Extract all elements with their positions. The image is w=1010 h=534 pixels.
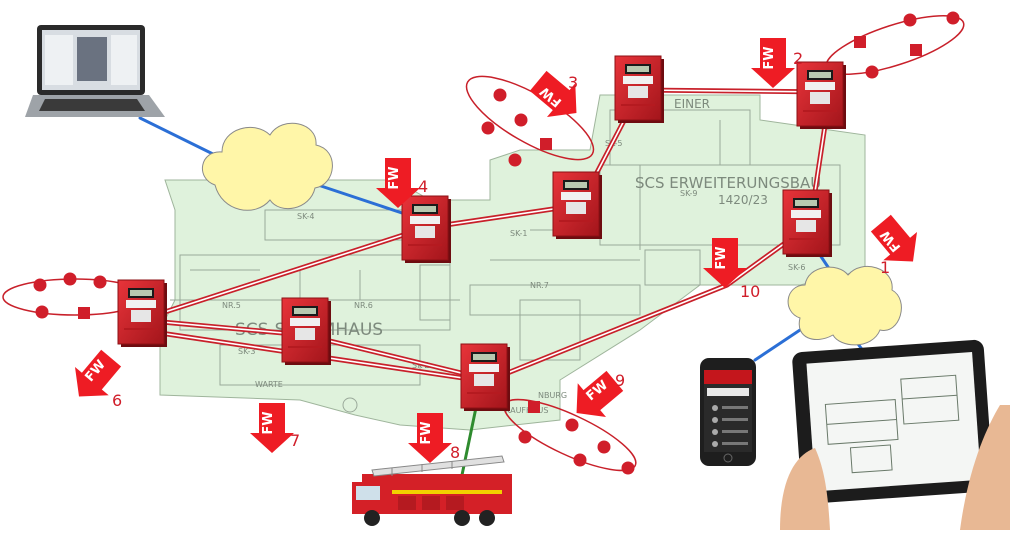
fw-arrow: FW	[703, 238, 747, 288]
fw-arrow-label: FW	[261, 411, 276, 434]
smartphone	[700, 358, 756, 466]
fire-panel	[117, 279, 167, 347]
fire-panel	[552, 171, 602, 239]
laptop	[25, 25, 165, 117]
fw-arrow: FW	[250, 403, 294, 453]
fire-panel	[782, 189, 832, 257]
fire-panel	[460, 343, 510, 411]
laptop-cloud-link	[138, 116, 217, 157]
fire-panel	[614, 55, 664, 123]
fw-arrow: FW	[529, 70, 577, 117]
right-hand	[960, 405, 1010, 530]
fw-arrow: FW	[75, 349, 122, 397]
room-label: SK-9	[680, 189, 697, 198]
building-ext-partial: EINER	[674, 97, 710, 111]
left-hand	[780, 448, 830, 530]
marker-labels: 1 2 3 4 6 7 8 9 10	[112, 49, 890, 462]
cloud-internet	[201, 122, 333, 211]
fw-arrow: FW	[376, 158, 420, 208]
room-label: NR.5	[222, 301, 241, 310]
room-label: KAUFHAUS	[505, 406, 548, 415]
cloud-panel-link	[316, 183, 410, 217]
detectors	[33, 11, 960, 475]
room-label: SK-4	[297, 212, 314, 221]
room-label: SK-3	[238, 347, 255, 356]
fw-arrow-label: FW	[419, 421, 434, 444]
marker-2: 2	[793, 49, 803, 68]
fw-arrows: FW FW FW FW FW FW FW FW FW	[75, 38, 917, 463]
marker-6: 6	[112, 391, 122, 410]
marker-10: 10	[740, 282, 760, 301]
building-ext-label: SCS ERWEITERUNGSBAU	[635, 174, 821, 192]
control-panels	[117, 55, 846, 411]
marker-1: 1	[880, 258, 890, 277]
cloud-mobile	[787, 265, 902, 346]
fw-arrow: FW	[751, 38, 795, 88]
fw-arrow-label: FW	[387, 166, 402, 189]
room-label: NR.6	[354, 301, 373, 310]
fire-panel	[401, 195, 451, 263]
room-label: WARTE	[255, 380, 283, 389]
room-label: SK-1	[510, 229, 527, 238]
fw-arrow: FW	[576, 370, 624, 417]
marker-4: 4	[418, 177, 428, 196]
fire-panel	[796, 61, 846, 129]
room-label: SK-6	[788, 263, 805, 272]
fire-panel	[281, 297, 331, 365]
marker-9: 9	[615, 371, 625, 390]
fw-arrow-label: FW	[714, 246, 729, 269]
fw-arrow: FW	[870, 214, 917, 262]
room-label: NBURG	[538, 391, 567, 400]
tablet	[780, 339, 1010, 530]
fire-truck	[352, 455, 512, 526]
fw-arrow-label: FW	[762, 46, 777, 69]
marker-8: 8	[450, 443, 460, 462]
marker-7: 7	[290, 431, 300, 450]
room-label: NR.7	[530, 281, 549, 290]
fw-arrow: FW	[408, 413, 452, 463]
building-ext-number: 1420/23	[718, 193, 768, 207]
cloud-phone-link	[753, 328, 802, 362]
marker-3: 3	[568, 73, 578, 92]
